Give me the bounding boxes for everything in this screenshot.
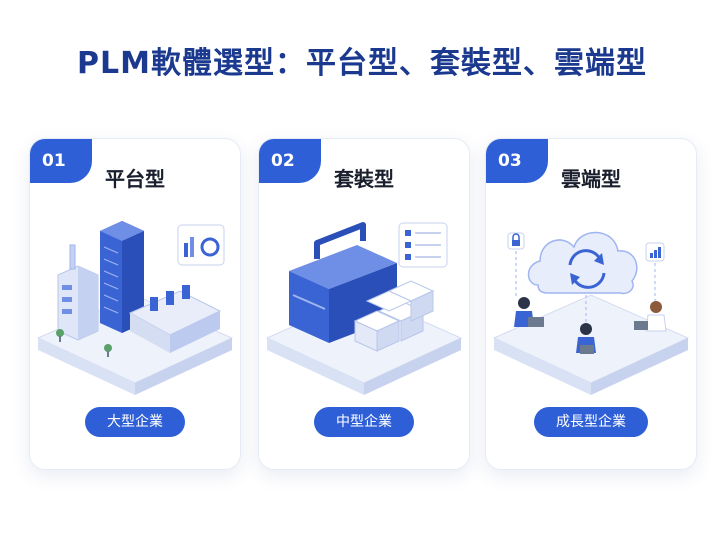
card-title: 套裝型: [334, 167, 394, 191]
factory-icon: [36, 221, 234, 395]
card-number-badge: 02: [259, 139, 321, 183]
card-number-badge: 01: [30, 139, 92, 183]
target-tag: 大型企業: [85, 407, 185, 437]
card-title: 雲端型: [561, 167, 621, 191]
target-tag: 中型企業: [314, 407, 414, 437]
page-title: PLM軟體選型：平台型、套裝型、雲端型: [77, 46, 647, 81]
cloud-sync-icon: [492, 231, 690, 395]
card-number-badge: 03: [486, 139, 548, 183]
toolbox-icon: [265, 222, 463, 395]
card-title: 平台型: [105, 167, 165, 191]
card-package: 02 套裝型 中型企業: [258, 138, 470, 470]
card-platform: 01 平台型: [29, 138, 241, 470]
target-tag: 成長型企業: [534, 407, 648, 437]
card-cloud: 03 雲端型: [485, 138, 697, 470]
